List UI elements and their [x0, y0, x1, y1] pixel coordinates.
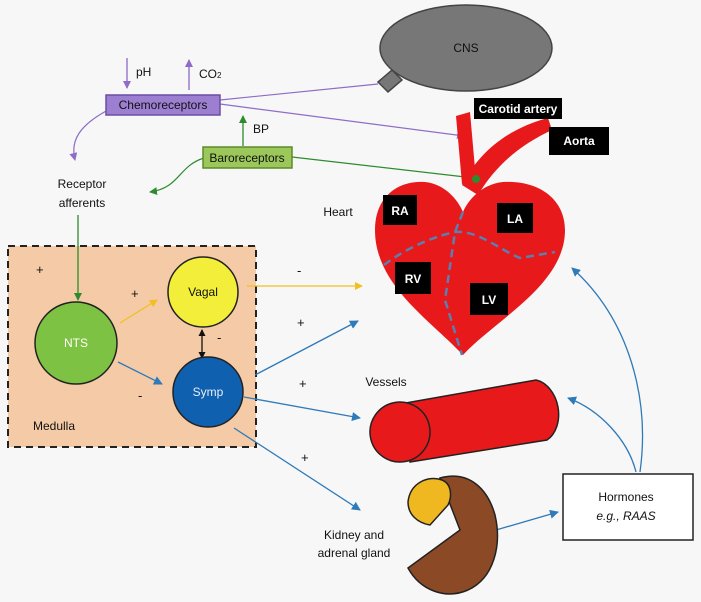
receptor-afferents-label-1: Receptor [58, 177, 107, 191]
medulla-label: Medulla [33, 419, 75, 433]
hormones-node: Hormones e.g., RAAS [562, 473, 694, 541]
cns-label: CNS [453, 41, 478, 55]
nts-vagal-plus-sign: + [131, 286, 139, 301]
ph-label: pH [136, 65, 151, 79]
baroreceptors-label: Baroreceptors [209, 151, 284, 165]
chemoreceptors-node: Chemoreceptors [105, 94, 221, 116]
vagal-node: Vagal [167, 256, 239, 328]
carotid-artery-label: Carotid artery [479, 102, 558, 116]
heart-node [375, 112, 565, 356]
vessels-label: Vessels [365, 375, 406, 389]
hormones-label-1: Hormones [598, 490, 653, 504]
vagal-symp-minus-sign: - [217, 330, 221, 345]
rv-label: RV [405, 272, 421, 286]
kidney-shape [407, 475, 499, 595]
ra-label: RA [391, 204, 409, 218]
aorta-vessel [462, 118, 552, 195]
adrenal-gland-shape [407, 477, 452, 526]
kidney-adrenal-node [407, 475, 499, 595]
receptor-afferents-label-2: afferents [59, 196, 105, 210]
baroreceptor-site [472, 175, 480, 183]
co2-label: CO2 [199, 67, 222, 81]
heart-septum [443, 211, 465, 356]
kidney-to-hormones-arrow [495, 509, 559, 531]
baroreceptors-node: Baroreceptors [202, 146, 293, 169]
la-label: LA [507, 212, 523, 226]
symp-label: Symp [193, 385, 224, 399]
heart-av-line [383, 230, 556, 266]
nts-symp-minus-sign: - [138, 388, 142, 403]
bp-label: BP [253, 122, 269, 136]
nts-node: NTS [34, 301, 118, 385]
chemoreceptors-label: Chemoreceptors [119, 98, 208, 112]
hormones-to-vessels-arrow [567, 396, 637, 473]
kidney-label-1: Kidney and [324, 528, 384, 542]
vessel-cylinder [369, 379, 560, 463]
symp-vessels-plus-sign: + [299, 376, 307, 391]
kidney-label-2: adrenal gland [318, 546, 391, 560]
baro-to-afferents-arrow [149, 157, 205, 196]
aorta-label: Aorta [563, 134, 595, 148]
vagal-heart-minus-sign: - [297, 263, 301, 278]
chemo-to-carotid-arrow [219, 103, 465, 140]
chemo-to-cns-line [219, 83, 379, 101]
nts-label: NTS [64, 336, 88, 350]
hormones-label-2: e.g., RAAS [596, 509, 655, 523]
chemo-to-afferents-arrow [69, 109, 109, 161]
symp-node: Symp [172, 356, 244, 428]
symp-to-vessels-arrow [243, 396, 361, 422]
vagal-label: Vagal [188, 285, 218, 299]
baro-to-carotid-line [291, 156, 475, 179]
hormones-to-heart-arrow [571, 267, 644, 473]
lv-label: LV [482, 293, 496, 307]
symp-to-heart-arrow [254, 320, 359, 376]
symp-heart-plus-sign: + [297, 315, 305, 330]
symp-to-kidney-arrow [233, 427, 361, 511]
heart-label: Heart [323, 205, 353, 219]
carotid-artery-vessel [456, 112, 476, 184]
medulla-plus-sign: + [36, 262, 44, 277]
cns-node: CNS [376, 4, 553, 94]
nts-to-symp-arrow [117, 361, 163, 385]
symp-kidney-plus-sign: + [301, 450, 309, 465]
nts-to-vagal-arrow [119, 299, 158, 324]
